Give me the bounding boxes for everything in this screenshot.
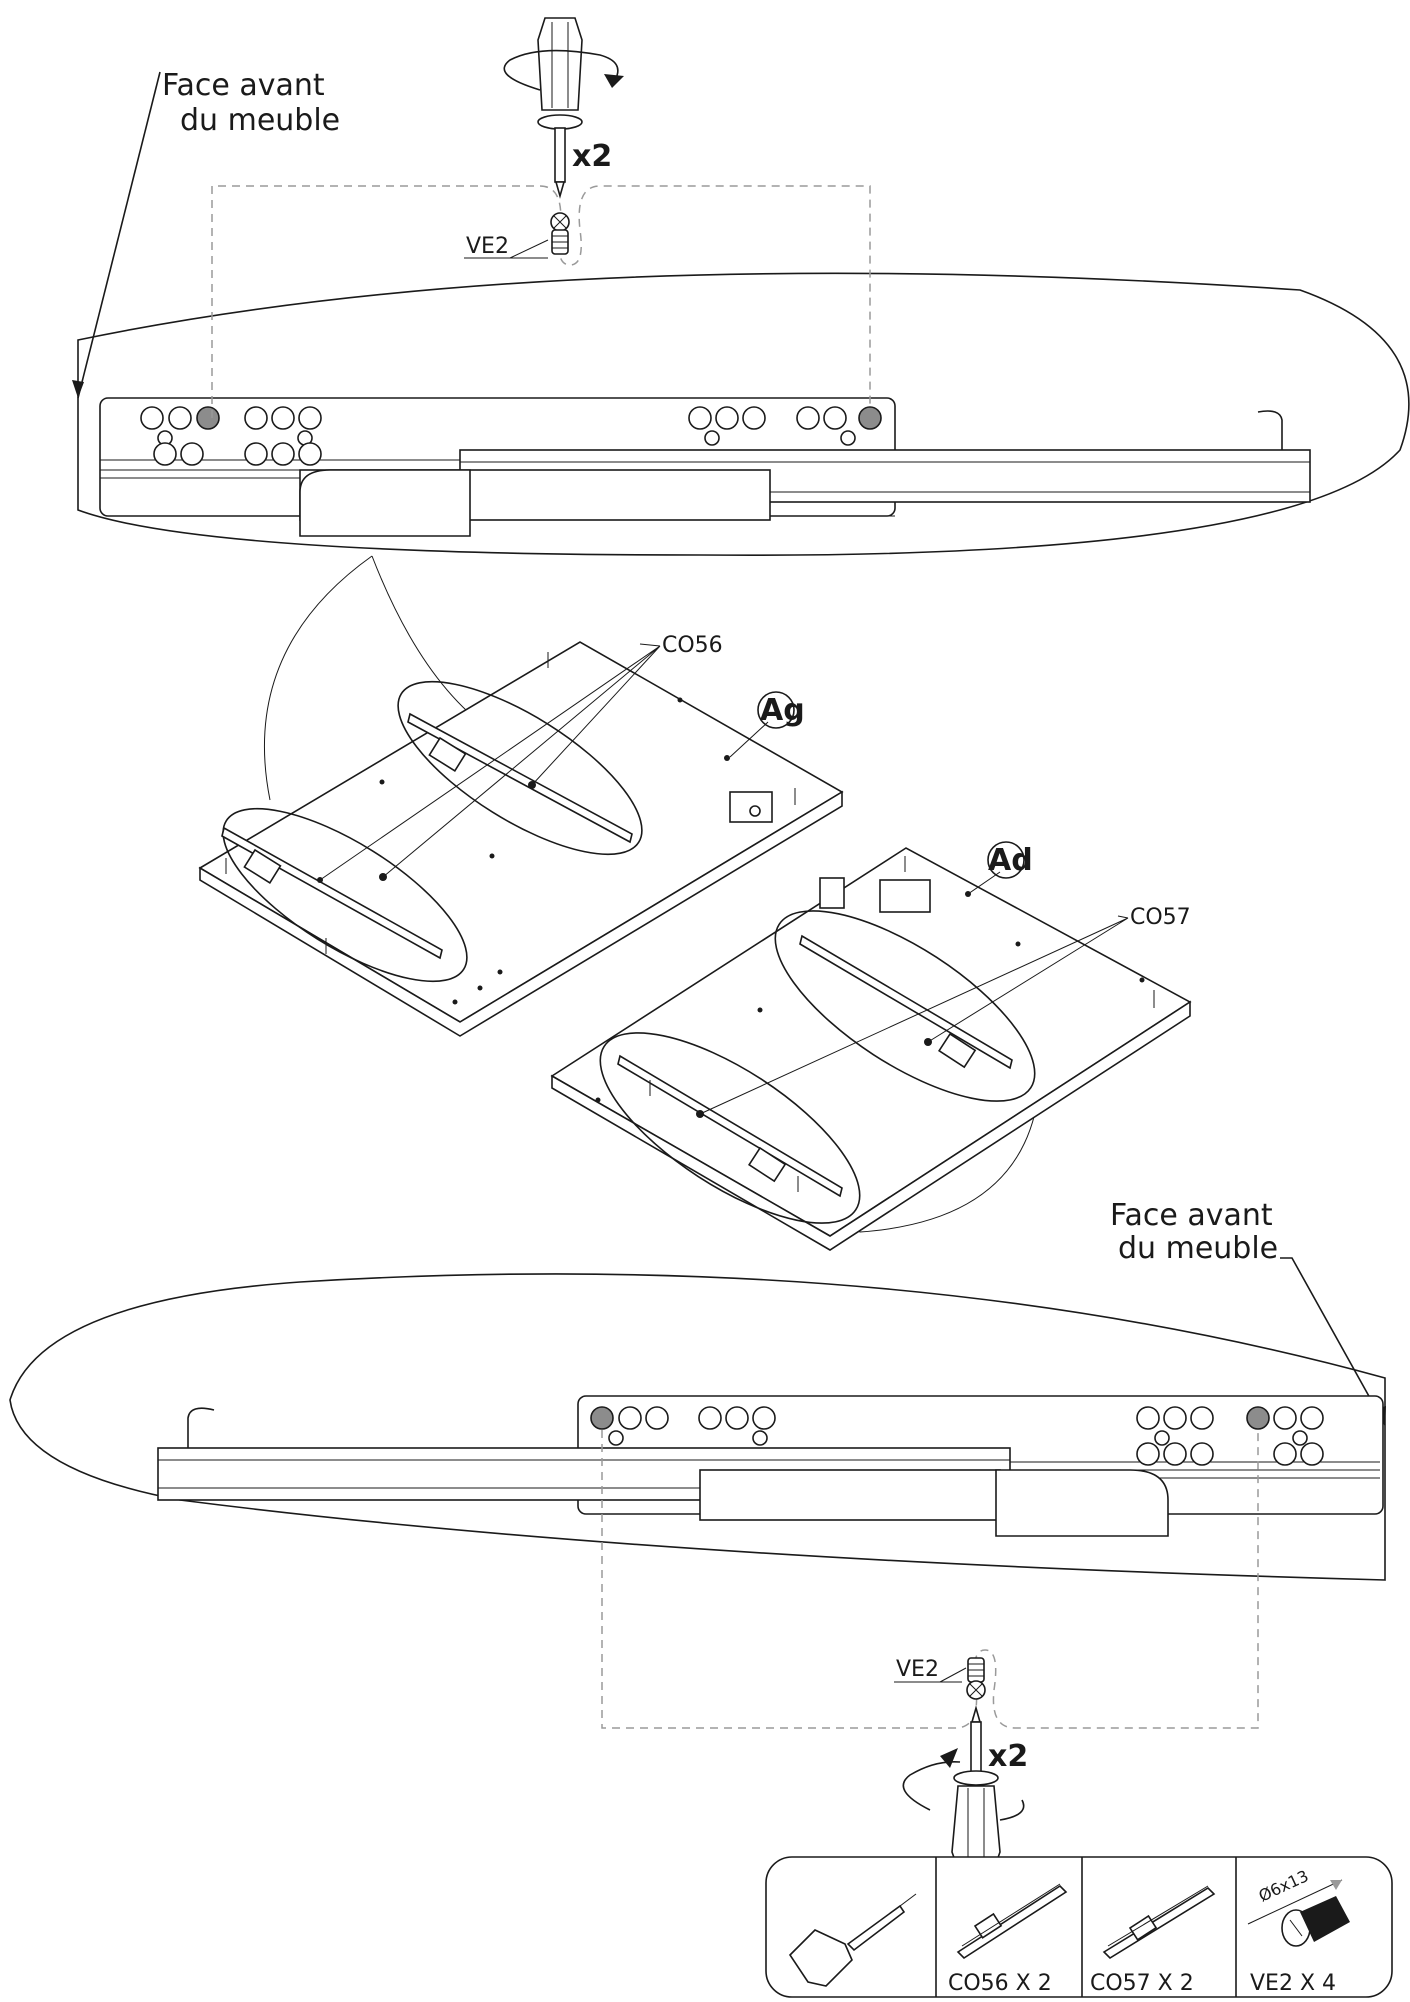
rail-co56-icon xyxy=(956,1883,1068,1960)
rotation-arrow-bottom xyxy=(902,1760,961,1811)
panel-label-ad-circle xyxy=(987,841,1025,879)
parts-caption-ve2: VE2 X 4 xyxy=(1250,1971,1336,1996)
highlight-hole-right-bottom xyxy=(1246,1406,1270,1430)
face-avant-label-top-line1: Face avant xyxy=(162,68,325,103)
parts-box: CO56 X 2 CO57 X 2 Ø6x13 VE2 X 4 xyxy=(765,1856,1393,1998)
bottom-detail: Face avant du meuble VE2 xyxy=(9,1198,1386,1881)
screw-label-top: VE2 xyxy=(466,234,509,259)
zoom-ellipse-bottom xyxy=(9,1273,1386,1581)
face-avant-label-bottom-line2: du meuble xyxy=(1118,1231,1278,1266)
rail-inner-bottom xyxy=(699,1469,1001,1521)
rail-co56-front xyxy=(221,826,443,960)
quantity-label-top: x2 xyxy=(572,139,612,174)
highlight-ellipse-ag-front xyxy=(222,807,468,983)
panel-label-ag-circle xyxy=(757,691,795,729)
rail-label-co57: CO57 xyxy=(1130,905,1191,930)
hinge-plate-ad xyxy=(819,877,845,909)
parts-caption-co56: CO56 X 2 xyxy=(948,1971,1052,1996)
screwdriver-bottom xyxy=(902,1705,1025,1881)
rail-co56-back xyxy=(407,712,633,844)
face-avant-label-bottom-line1: Face avant xyxy=(1110,1198,1273,1233)
rail-stop-top xyxy=(299,469,471,537)
connector-curve-top-left xyxy=(264,555,373,801)
screwdriver-top xyxy=(503,17,624,199)
parts-caption-co57: CO57 X 2 xyxy=(1090,1971,1194,1996)
highlight-ellipse-ad-back xyxy=(774,910,1036,1102)
connector-curve-top-right xyxy=(371,555,491,731)
highlight-hole-right-top xyxy=(858,406,882,430)
highlight-ellipse-ad-front xyxy=(599,1032,861,1224)
rail-hook-bottom xyxy=(187,1407,215,1448)
highlight-hole-left-top xyxy=(196,406,220,430)
screw-label-bottom: VE2 xyxy=(896,1657,939,1682)
rail-co57-back xyxy=(799,934,1013,1070)
rail-label-co56: CO56 xyxy=(662,633,723,658)
top-detail: Face avant du meuble xyxy=(72,17,1410,557)
rail-co57-icon xyxy=(1102,1885,1216,1960)
face-avant-leader-top xyxy=(77,71,161,399)
dowel-screw-icon: Ø6x13 xyxy=(1247,1866,1350,1947)
panel-label-ad: Ad xyxy=(988,843,1033,878)
screw-ve2-top xyxy=(550,212,570,255)
rotation-arrow-top xyxy=(503,49,619,91)
screw-ve2-bottom xyxy=(966,1657,986,1700)
dashed-guide-top xyxy=(211,185,871,418)
zoom-ellipse-top xyxy=(77,272,1410,557)
screwdriver-icon xyxy=(788,1893,917,1987)
rail-hook-top xyxy=(1257,410,1283,450)
quantity-label-bottom: x2 xyxy=(988,1739,1028,1774)
face-avant-label-top-line2: du meuble xyxy=(180,103,340,138)
highlight-hole-left-bottom xyxy=(590,1406,614,1430)
rail-stop-bottom xyxy=(995,1469,1169,1537)
middle-panels: CO56 Ag CO57 Ad xyxy=(198,555,1192,1251)
hinge-ad xyxy=(879,879,931,913)
